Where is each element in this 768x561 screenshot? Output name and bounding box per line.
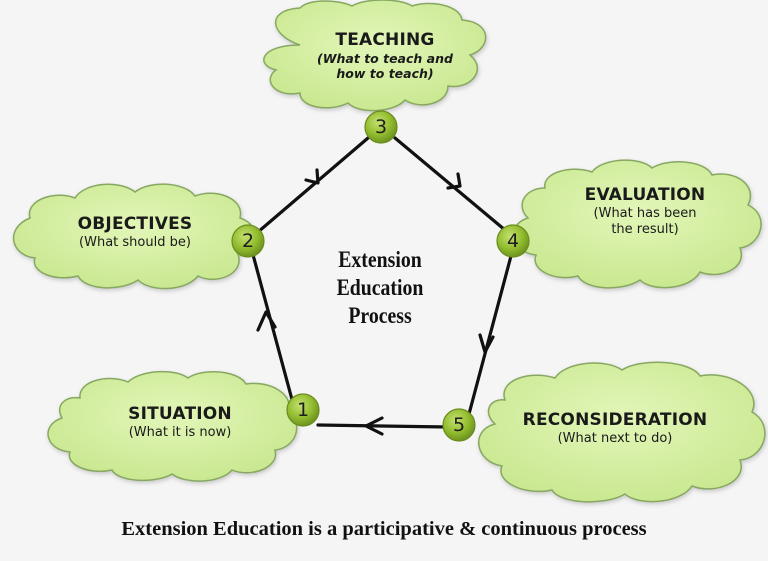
node-3[interactable] (364, 110, 398, 144)
node-2[interactable] (231, 224, 265, 258)
diagram-caption: Extension Education is a participative &… (121, 518, 647, 540)
arrow-up-icon (256, 310, 277, 332)
arrowheads (256, 168, 495, 436)
arrow-down-icon (478, 333, 495, 354)
node-5[interactable] (442, 408, 476, 442)
center-title-line: Education (336, 275, 424, 300)
cloud-teaching (263, 0, 487, 112)
arrow-left-icon (364, 416, 384, 436)
step-subtitle: (What should be) (79, 234, 191, 250)
step-subtitle: how to teach) (336, 65, 434, 81)
step-reconsideration: RECONSIDERATION (What next to do) (505, 410, 725, 447)
step-evaluation: EVALUATION (What has been the result) (545, 185, 745, 237)
cloud-evaluation (512, 159, 762, 289)
step-title: EVALUATION (584, 185, 706, 205)
center-title-line: Process (348, 303, 412, 328)
step-title: RECONSIDERATION (522, 410, 708, 430)
node-1[interactable] (286, 393, 320, 427)
edge-2-to-3 (256, 136, 370, 234)
edge-4-to-5 (467, 254, 513, 416)
step-nodes (231, 110, 530, 442)
arrow-down-right-icon (446, 172, 462, 190)
node-2-number: 2 (241, 230, 255, 252)
step-subtitle: (What has been (593, 205, 697, 221)
step-subtitle: (What next to do) (557, 430, 673, 446)
flow-edges (250, 136, 513, 429)
step-title: OBJECTIVES (77, 214, 193, 234)
cloud-reconsideration (478, 361, 766, 503)
step-subtitle: (What it is now) (128, 424, 232, 440)
node-3-number: 3 (374, 116, 388, 138)
node-4[interactable] (496, 224, 530, 258)
edge-5-to-1 (316, 423, 450, 429)
step-subtitle: the result) (611, 221, 679, 237)
cloud-situation (47, 370, 298, 482)
edge-1-to-2 (250, 249, 296, 409)
step-title: SITUATION (128, 404, 232, 424)
arrow-up-right-icon (304, 168, 320, 185)
edge-3-to-4 (393, 136, 507, 232)
node-5-number: 5 (452, 414, 466, 436)
step-subtitle: (What to teach and (317, 50, 453, 66)
node-1-number: 1 (296, 399, 310, 421)
step-teaching: TEACHING (What to teach and how to teach… (290, 30, 480, 81)
node-4-number: 4 (506, 230, 520, 252)
step-title: TEACHING (335, 30, 435, 50)
step-situation: SITUATION (What it is now) (85, 404, 275, 441)
step-objectives: OBJECTIVES (What should be) (40, 214, 230, 251)
center-title-line: Extension (338, 247, 422, 272)
center-title: Extension Education Process (311, 246, 449, 330)
